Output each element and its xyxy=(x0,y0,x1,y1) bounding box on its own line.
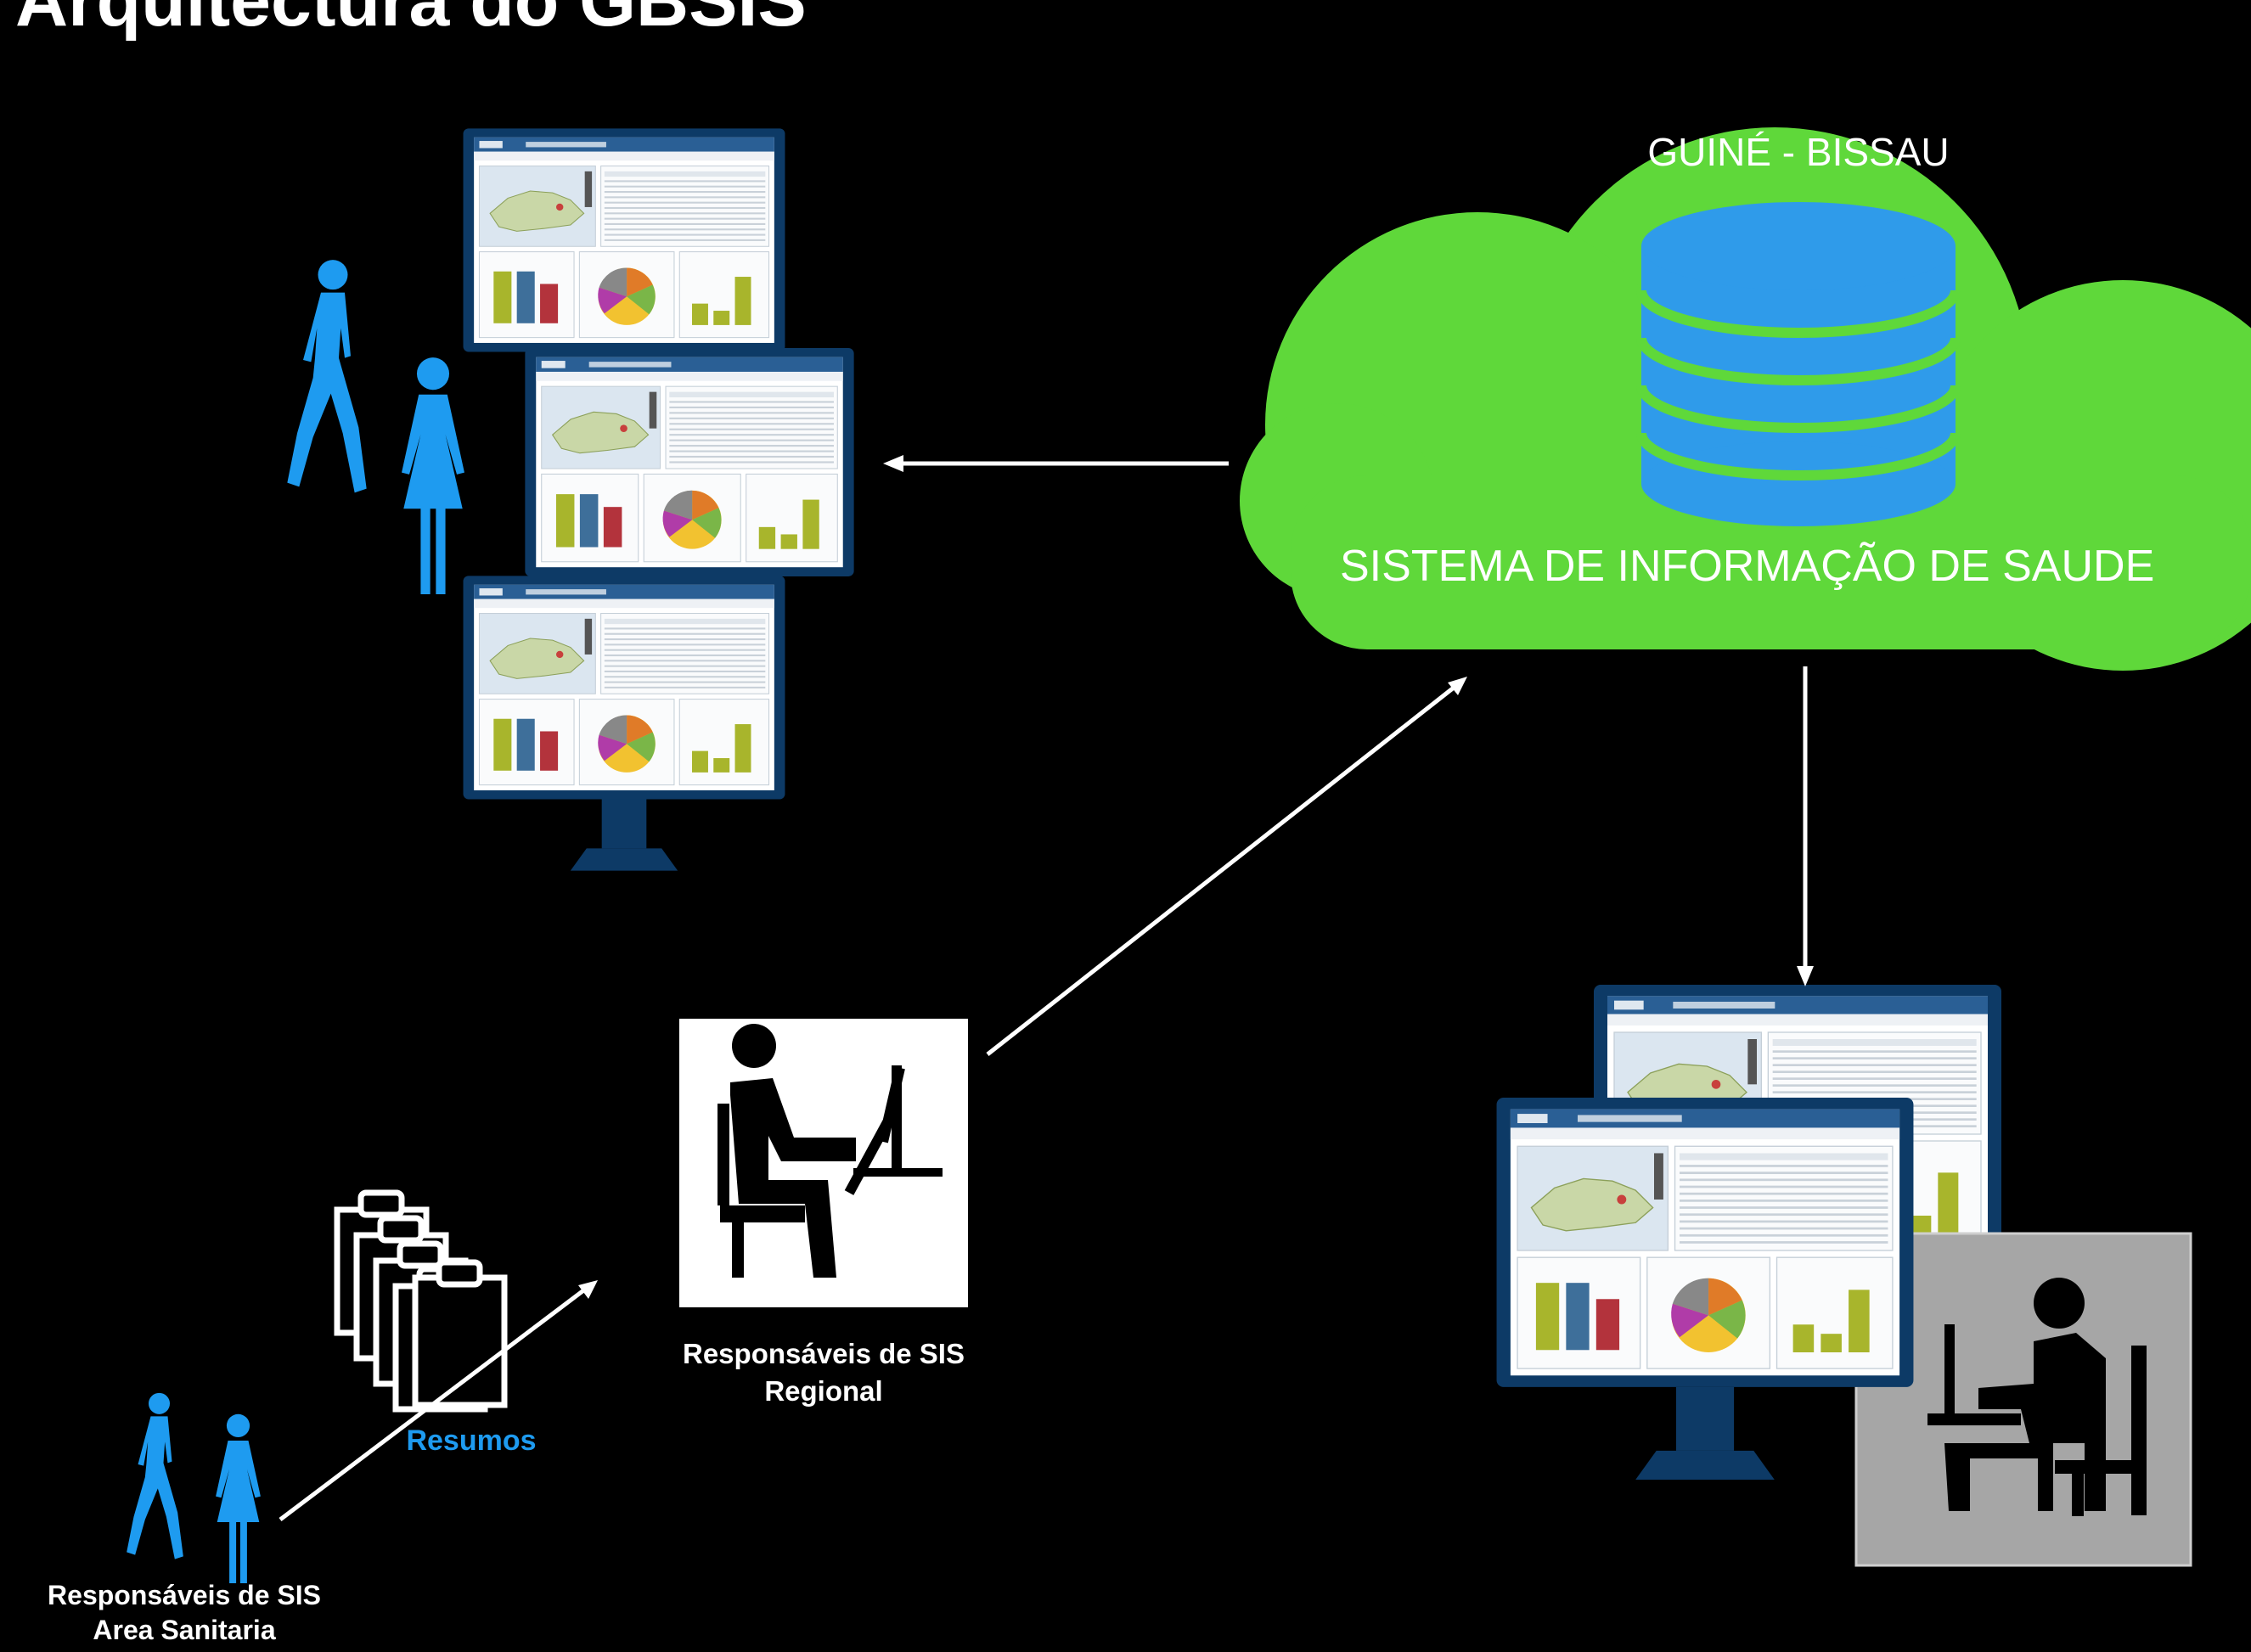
arrowhead xyxy=(1797,966,1814,986)
regional-actor-panel xyxy=(679,1019,968,1307)
arrow-regional-to-cloud xyxy=(986,686,1455,1056)
woman-icon xyxy=(402,357,464,594)
walking-man-icon xyxy=(287,260,367,493)
regional-label-line2: Regional xyxy=(764,1375,882,1407)
arrowhead xyxy=(1448,677,1467,695)
arrowhead xyxy=(883,455,903,472)
person-at-laptop-icon xyxy=(1927,1278,2147,1516)
resumos-label: Resumos xyxy=(406,1424,536,1457)
area-label-line2: Area Sanitaria xyxy=(93,1615,275,1645)
person-at-laptop-panel xyxy=(1854,1232,2192,1567)
database-icon xyxy=(1636,202,1961,526)
monitor-icon xyxy=(462,575,786,872)
arrow-area-to-regional xyxy=(279,1287,588,1521)
woman-icon xyxy=(216,1413,261,1583)
page-title: Arquitectura do GBSIS xyxy=(15,0,807,42)
arrows xyxy=(279,455,1814,1521)
arrowhead xyxy=(578,1280,598,1299)
person-at-computer-icon xyxy=(718,1024,943,1278)
monitor-icon xyxy=(1495,1098,1915,1480)
cloud-system-label: SISTEMA DE INFORMAÇÃO DE SAUDE xyxy=(1340,542,2154,591)
area-label-line1: Responsáveis de SIS xyxy=(48,1580,321,1610)
clipboard-stack-icon xyxy=(334,1189,508,1413)
regional-label-line1: Responsáveis de SIS xyxy=(683,1338,965,1369)
walking-man-icon xyxy=(127,1392,183,1559)
cloud-country-label: GUINÉ - BISSAU xyxy=(1647,130,1949,174)
